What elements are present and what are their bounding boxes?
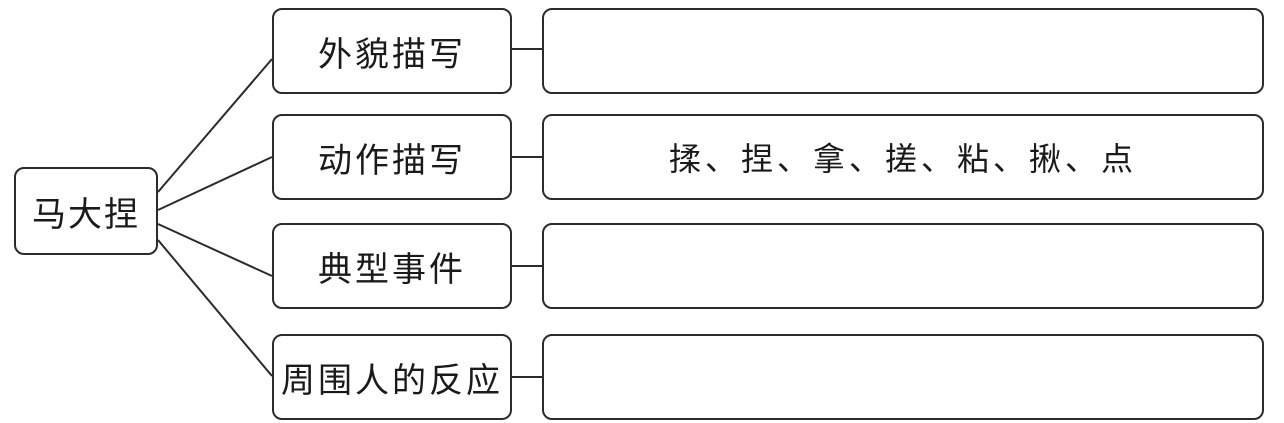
category-label: 外貌描写	[318, 34, 466, 75]
answer-box-reaction[interactable]	[542, 334, 1264, 420]
root-label: 马大捏	[32, 194, 140, 235]
root-node: 马大捏	[14, 167, 158, 255]
category-label: 周围人的反应	[281, 360, 503, 401]
answer-box-appearance[interactable]	[542, 8, 1264, 94]
category-label: 典型事件	[318, 249, 466, 290]
category-label: 动作描写	[318, 140, 466, 181]
answer-box-event[interactable]	[542, 223, 1264, 309]
connector-root-to-appearance	[157, 58, 273, 193]
answer-text: 揉、捏、拿、搓、粘、揪、点	[668, 140, 1137, 178]
connector-root-to-event	[157, 223, 273, 277]
category-node-event: 典型事件	[272, 223, 512, 309]
category-node-action: 动作描写	[272, 114, 512, 200]
category-node-reaction: 周围人的反应	[272, 334, 512, 420]
connector-root-to-action	[157, 156, 273, 211]
answer-box-action[interactable]: 揉、捏、拿、搓、粘、揪、点	[542, 114, 1264, 200]
connector-root-to-reaction	[157, 239, 273, 377]
category-node-appearance: 外貌描写	[272, 8, 512, 94]
